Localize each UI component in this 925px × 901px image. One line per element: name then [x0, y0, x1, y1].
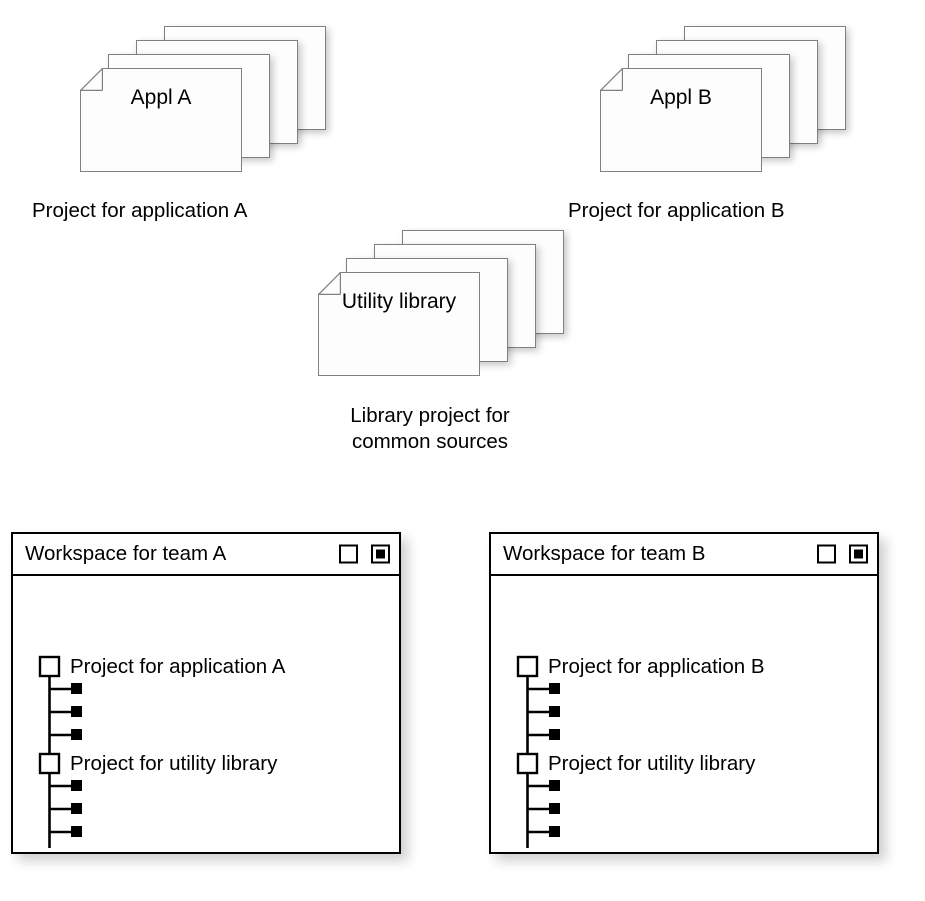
- sheet-body: [600, 68, 762, 172]
- window-controls: [817, 544, 868, 564]
- tree-folder-node: [38, 752, 61, 775]
- tree-item-label-project-app[interactable]: Project for application A: [70, 655, 286, 678]
- tree-leaf-node: [71, 706, 82, 717]
- tree-leaf-node: [549, 803, 560, 814]
- document-stack-appl-b: Appl B: [600, 26, 850, 186]
- stack-sheet-front: Utility library: [318, 272, 480, 376]
- tree-folder-node: [516, 655, 539, 678]
- caption-appl-a: Project for application A: [32, 199, 248, 222]
- tree-leaf-node: [71, 683, 82, 694]
- document-stack-utility-library: Utility library: [318, 230, 568, 390]
- tree-item-label-project-library[interactable]: Project for utility library: [70, 752, 278, 775]
- stack-sheet-front: Appl A: [80, 68, 242, 172]
- maximize-icon[interactable]: [817, 544, 836, 564]
- workspace-window-b[interactable]: Workspace for team B Project for applica…: [489, 532, 879, 854]
- caption-appl-b: Project for application B: [568, 199, 785, 222]
- tree-folder-node: [38, 655, 61, 678]
- page-fold-icon: [318, 272, 341, 295]
- tree-leaf-node: [549, 729, 560, 740]
- tree-folder-node: [516, 752, 539, 775]
- page-fold-icon: [80, 68, 103, 91]
- tree-leaf-node: [549, 683, 560, 694]
- window-controls: [339, 544, 390, 564]
- window-title: Workspace for team A: [25, 542, 227, 565]
- tree-connector-lines: [516, 655, 560, 848]
- tree-leaf-node: [549, 780, 560, 791]
- window-titlebar: Workspace for team B: [491, 534, 877, 576]
- project-tree[interactable]: Project for application A Project for ut…: [13, 576, 399, 852]
- restore-icon[interactable]: [371, 544, 390, 564]
- tree-leaf-node: [549, 826, 560, 837]
- maximize-icon[interactable]: [339, 544, 358, 564]
- window-title: Workspace for team B: [503, 542, 706, 565]
- tree-leaf-node: [71, 729, 82, 740]
- project-tree[interactable]: Project for application B Project for ut…: [491, 576, 877, 852]
- caption-utility-library: Library project for common sources: [350, 404, 510, 453]
- tree-item-label-project-library[interactable]: Project for utility library: [548, 752, 756, 775]
- stack-sheet-front: Appl B: [600, 68, 762, 172]
- tree-leaf-node: [71, 803, 82, 814]
- sheet-body: [318, 272, 480, 376]
- sheet-body: [80, 68, 242, 172]
- window-titlebar: Workspace for team A: [13, 534, 399, 576]
- tree-leaf-node: [71, 780, 82, 791]
- page-fold-icon: [600, 68, 623, 91]
- tree-leaf-node: [71, 826, 82, 837]
- document-stack-appl-a: Appl A: [80, 26, 330, 186]
- restore-icon[interactable]: [849, 544, 868, 564]
- tree-leaf-node: [549, 706, 560, 717]
- tree-connector-lines: [38, 655, 82, 848]
- workspace-window-a[interactable]: Workspace for team A: [11, 532, 401, 854]
- tree-item-label-project-app[interactable]: Project for application B: [548, 655, 765, 678]
